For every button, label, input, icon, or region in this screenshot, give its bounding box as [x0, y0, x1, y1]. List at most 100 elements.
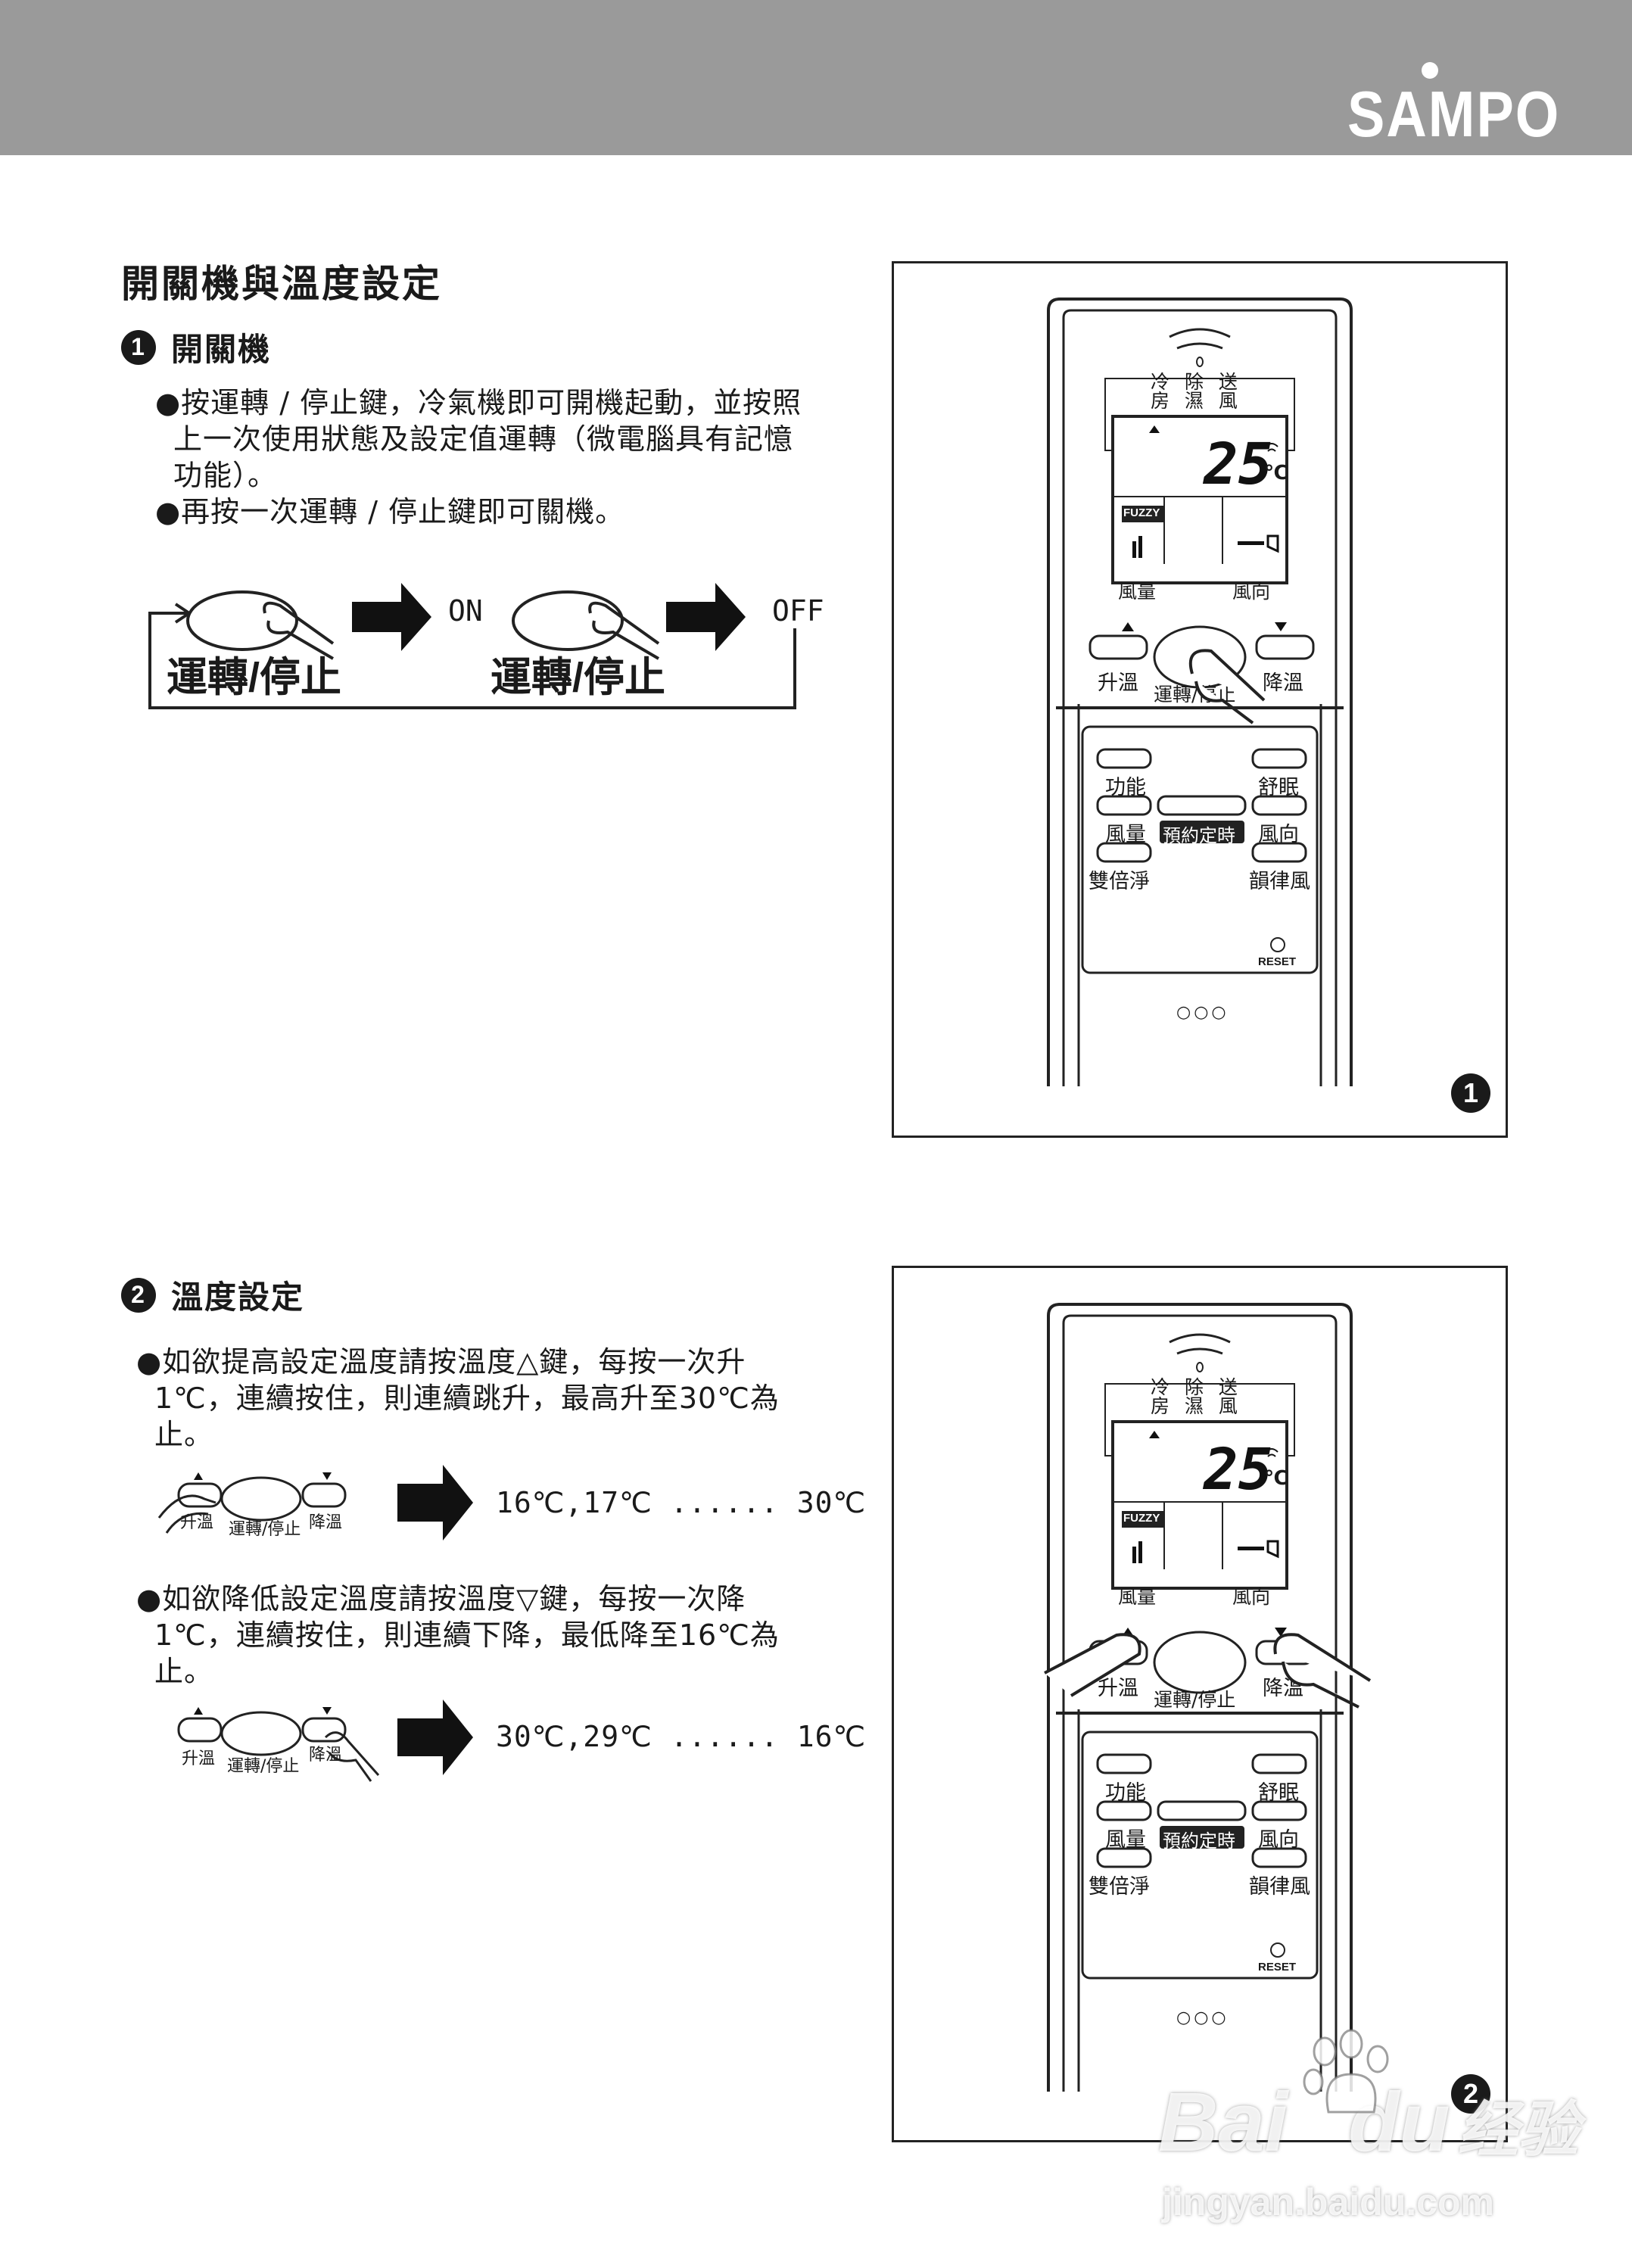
lower-bullet: ●如欲降低設定溫度請按溫度▽鍵，每按一次降 1℃，連續按住，則連續下降，最低降至… [136, 1581, 855, 1690]
finger-on-remote-2-left [1044, 1633, 1141, 1697]
lower-line-3: 止。 [154, 1655, 214, 1688]
power-bullet-2: ●再按一次運轉 / 停止鍵即可關機。 [155, 494, 874, 530]
power-button-shape-2 [512, 590, 624, 651]
lower-line-2: 1℃，連續按住，則連續下降，最低降至16℃為 [154, 1618, 780, 1652]
reset-label: RESET [1258, 1961, 1297, 1974]
raise-sequence: 16℃,17℃ ...... 30℃ [496, 1486, 867, 1519]
finger-on-remote-2-right [1273, 1633, 1372, 1709]
lcd-fan-label: 風量 [1118, 581, 1157, 603]
lcd-modes-top: 冷 除 送 [1151, 1376, 1242, 1398]
direction-button-label: 風向 [1258, 823, 1299, 846]
lower-arrow [397, 1699, 473, 1775]
loop-line [148, 612, 796, 709]
finger-1 [263, 601, 335, 660]
watermark-url: jingyan.baidu.com [1162, 2181, 1494, 2223]
temp-up-label: 升溫 [1098, 671, 1138, 695]
mini-down-label-1: 降溫 [309, 1513, 343, 1532]
header-bar [0, 0, 1632, 155]
mini-power-label-2: 運轉/停止 [227, 1757, 300, 1776]
power-number-badge: 1 [121, 329, 156, 365]
lcd-unit: ℃ [1264, 462, 1288, 484]
power-label-2: 運轉/停止 [491, 655, 666, 700]
section-title: 開關機與溫度設定 [121, 262, 442, 306]
mini-down-label-2: 降溫 [309, 1746, 343, 1765]
direction-button-label: 風向 [1258, 1828, 1299, 1852]
indicator-dots: ○○○ [1176, 1003, 1229, 1022]
on-label: ON [448, 594, 483, 628]
power-button-shape-1 [186, 590, 298, 651]
power-bullet-2-line-1: ●再按一次運轉 / 停止鍵即可關機。 [155, 495, 625, 528]
baidu-paw-icon [1303, 2029, 1389, 2114]
raise-line-3: 止。 [154, 1418, 214, 1451]
power-bullet-1-line-3: 功能）。 [173, 459, 278, 492]
figure-number-1: 1 [1451, 1073, 1490, 1113]
power-bullet-1-line-2: 上一次使用狀態及設定值運轉（微電腦具有記憶 [173, 422, 794, 456]
lcd-direction-label: 風向 [1232, 581, 1271, 603]
lcd-direction-label: 風向 [1232, 1586, 1271, 1608]
timer-label: 預約定時 [1163, 825, 1235, 846]
off-label: OFF [772, 594, 824, 628]
function-label: 功能 [1105, 776, 1146, 799]
brand-logo: SAMPO [1347, 77, 1561, 151]
lcd-modes-bottom: 房 濕 風 [1151, 1395, 1242, 1417]
lcd-unit: ℃ [1264, 1467, 1288, 1490]
function-label: 功能 [1105, 1781, 1146, 1805]
sleep-label: 舒眠 [1258, 776, 1299, 799]
remote-control-2: 冷 除 送 房 濕 風 25 ℃ FUZZY 風量 風向 升溫 運轉/停止 降溫… [1037, 1301, 1363, 2092]
figure-number-2: 2 [1451, 2074, 1490, 2114]
lcd-fuzzy: FUZZY [1123, 506, 1160, 519]
double-clean-label: 雙倍淨 [1089, 1875, 1150, 1899]
fan-button-label: 風量 [1105, 1828, 1146, 1852]
lcd-modes-bottom: 房 濕 風 [1151, 390, 1242, 412]
raise-arrow [397, 1465, 473, 1541]
reset-label: RESET [1258, 955, 1297, 968]
lcd-fan-label: 風量 [1118, 1586, 1157, 1608]
raise-line-2: 1℃，連續按住，則連續跳升，最高升至30℃為 [154, 1382, 780, 1415]
mini-up-label-1: 升溫 [180, 1513, 214, 1532]
indicator-dots: ○○○ [1176, 2008, 1229, 2027]
power-title: 開關機 [171, 331, 272, 368]
raise-bullet: ●如欲提高設定溫度請按溫度△鍵，每按一次升 1℃，連續按住，則連續跳升，最高升至… [136, 1344, 855, 1453]
finger-raise [157, 1494, 216, 1534]
power-label-1: 運轉/停止 [167, 655, 342, 700]
loop-arrowhead [174, 603, 191, 624]
arrow-1 [352, 583, 431, 651]
fan-button-label: 風量 [1105, 823, 1146, 846]
raise-line-1: ●如欲提高設定溫度請按溫度△鍵，每按一次升 [136, 1345, 746, 1379]
power-bullet-1: ●按運轉 / 停止鍵，冷氣機即可開機起動，並按照 上一次使用狀態及設定值運轉（微… [155, 385, 874, 494]
mini-up-label-2: 升溫 [182, 1749, 216, 1768]
timer-label: 預約定時 [1163, 1830, 1235, 1852]
watermark-cn: 经验 [1457, 2096, 1579, 2164]
lcd-temperature: 25 [1204, 430, 1273, 497]
power-heading: 1 開關機 [121, 324, 271, 370]
logo-dot [1422, 62, 1438, 79]
temperature-heading: 2 溫度設定 [121, 1272, 304, 1318]
temperature-number-badge: 2 [121, 1277, 156, 1313]
power-button-label: 運轉/停止 [1154, 1689, 1236, 1711]
sleep-label: 舒眠 [1258, 1781, 1299, 1805]
temp-down-label: 降溫 [1263, 671, 1303, 695]
finger-on-remote-1 [1188, 649, 1266, 724]
power-button-label: 運轉/停止 [1154, 684, 1236, 706]
temperature-title: 溫度設定 [171, 1279, 305, 1316]
finger-2 [588, 601, 660, 660]
lower-line-1: ●如欲降低設定溫度請按溫度▽鍵，每按一次降 [136, 1582, 746, 1615]
lower-sequence: 30℃,29℃ ...... 16℃ [496, 1720, 867, 1753]
remote-control-1: 冷 除 送 房 濕 風 25 ℃ FUZZY 風量 風向 升溫 運轉/停止 降溫… [1037, 295, 1363, 1086]
mini-remote-raise [157, 1472, 347, 1534]
lcd-temperature: 25 [1204, 1435, 1273, 1503]
arrow-2 [666, 583, 746, 651]
rhythm-wind-label: 韻律風 [1249, 1875, 1310, 1899]
lcd-fuzzy: FUZZY [1123, 1512, 1160, 1525]
double-clean-label: 雙倍淨 [1089, 870, 1150, 893]
power-diagram [148, 583, 796, 709]
power-bullet-1-line-1: ●按運轉 / 停止鍵，冷氣機即可開機起動，並按照 [155, 386, 802, 419]
mini-remote-lower [177, 1707, 380, 1782]
temp-up-label: 升溫 [1098, 1677, 1138, 1700]
mini-power-label-1: 運轉/停止 [229, 1520, 301, 1539]
finger-lower [324, 1731, 380, 1782]
rhythm-wind-label: 韻律風 [1249, 870, 1310, 893]
lcd-modes-top: 冷 除 送 [1151, 371, 1242, 393]
watermark-main: Bai [1158, 2076, 1288, 2169]
